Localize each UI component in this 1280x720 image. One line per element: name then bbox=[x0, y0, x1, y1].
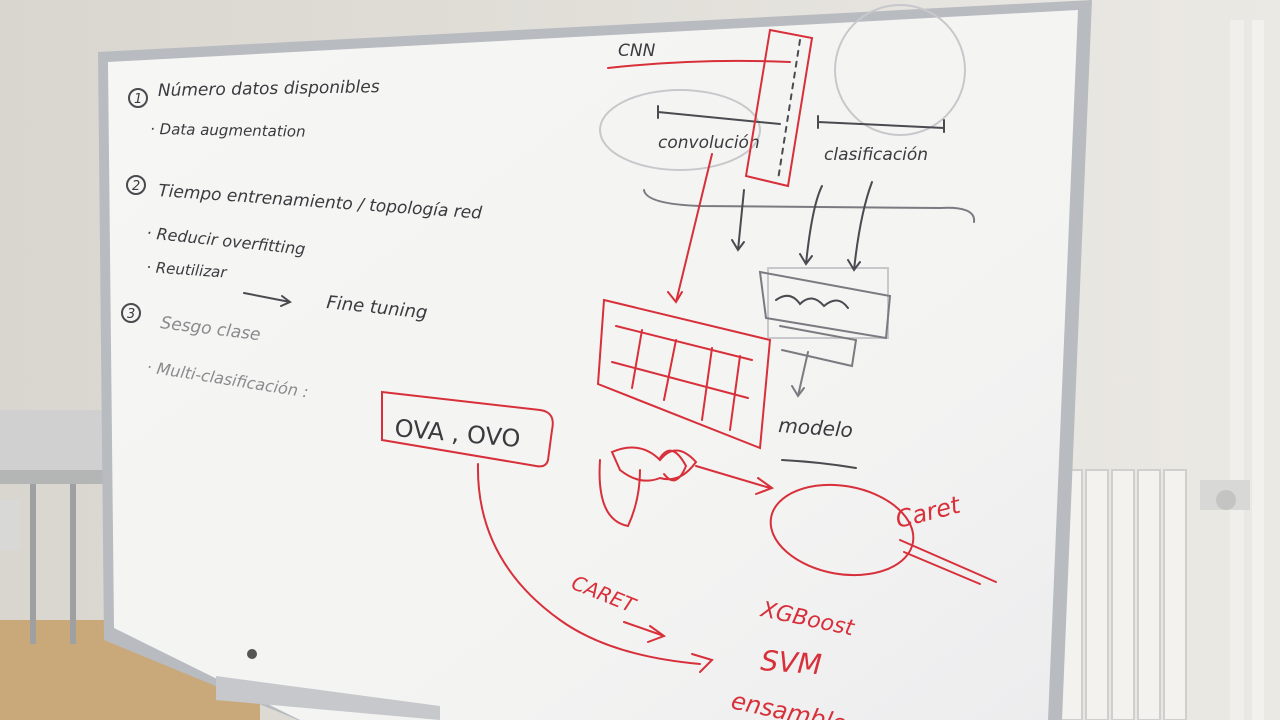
note-3-number: 3 bbox=[127, 307, 135, 322]
note-2-sub-2: · Reutilizar bbox=[146, 258, 228, 282]
classifier-box bbox=[758, 270, 892, 368]
svm-label: SVM bbox=[760, 644, 823, 681]
note-1-number: 1 bbox=[134, 92, 142, 107]
erased-marks bbox=[599, 4, 966, 339]
magnet-icon bbox=[247, 649, 257, 659]
note-1-sub: · Data augmentation bbox=[150, 120, 306, 141]
layer-block bbox=[744, 28, 814, 188]
note-1-title: Número datos disponibles bbox=[158, 77, 380, 101]
convolution-label: convolución bbox=[658, 133, 760, 153]
ova-ovo-box bbox=[381, 390, 554, 468]
arrow-icons bbox=[667, 153, 873, 304]
whiteboard-surface bbox=[108, 10, 1078, 720]
side-table bbox=[0, 410, 110, 644]
diagram-title: CNN bbox=[618, 41, 656, 61]
model-label: modelo bbox=[778, 413, 854, 442]
note-2-number: 2 bbox=[132, 179, 140, 194]
classification-label: clasificación bbox=[824, 145, 928, 165]
arrow-icon bbox=[243, 292, 292, 307]
feature-grid bbox=[596, 298, 772, 450]
marker-tray bbox=[216, 676, 440, 720]
